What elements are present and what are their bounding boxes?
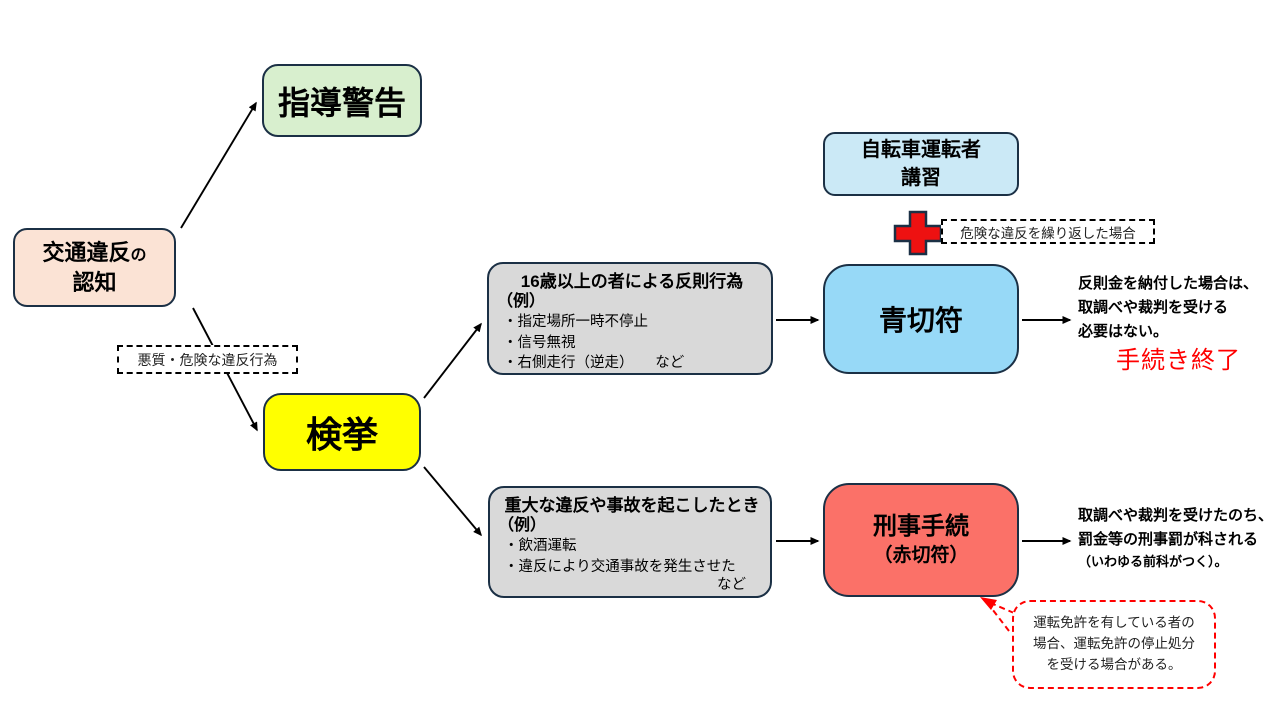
blue-ticket-label: 青切符 <box>878 305 963 336</box>
outcome-criminal-note: （いわゆる前科がつく）。 <box>1078 554 1228 569</box>
criminal-line1: 刑事手続 <box>873 512 969 540</box>
minor-offense-item: ・右側走行（逆走） など <box>503 355 685 372</box>
node-criminal-procedure: 刑事手続 （赤切符） <box>823 483 1019 597</box>
node-bicycle-rider-course: 自転車運転者 講習 <box>823 132 1019 196</box>
node-minor-offense-examples: 16歳以上の者による反則行為 （例） ・指定場所一時不停止 ・信号無視 ・右側走… <box>487 262 773 375</box>
serious-offense-title: 重大な違反や事故を起こしたとき <box>504 496 760 515</box>
arrow-arrest-to-serious <box>423 466 482 537</box>
minor-offense-title: 16歳以上の者による反則行為 <box>520 272 744 291</box>
arrow-arrest-to-minor <box>423 322 482 399</box>
outcome-blue-ticket-text: 反則金を納付した場合は、 取調べや裁判を受ける 必要はない。 <box>1078 275 1259 340</box>
callout-license-suspension: 運転免許を有している者の 場合、運転免許の停止処分 を受ける場合がある。 <box>1012 600 1216 689</box>
outcome-criminal-text: 取調べや裁判を受けたのち、 罰金等の刑事罰が科される （いわゆる前科がつく）。 <box>1078 504 1280 572</box>
procedure-complete-label: 手続き終了 <box>1116 347 1241 374</box>
minor-offense-example-label: （例） <box>497 293 546 311</box>
serious-offense-example-label: （例） <box>498 517 547 535</box>
minor-offense-item: ・指定場所一時不停止 <box>503 314 648 331</box>
plus-icon <box>893 210 943 256</box>
recognition-line1: 交通違反の <box>42 239 147 265</box>
label-malicious-dangerous-violation: 悪質・危険な違反行為 <box>117 345 298 374</box>
guidance-label: 指導警告 <box>277 84 406 121</box>
serious-offense-item: ・飲酒運転 <box>504 538 577 555</box>
arrest-label: 検挙 <box>305 414 378 455</box>
node-serious-offense-examples: 重大な違反や事故を起こしたとき （例） ・飲酒運転 ・違反により交通事故を発生さ… <box>488 486 772 598</box>
minor-offense-item: ・信号無視 <box>503 334 576 351</box>
node-arrest: 検挙 <box>263 393 421 471</box>
node-guidance-warning: 指導警告 <box>262 64 422 137</box>
node-blue-ticket: 青切符 <box>823 264 1019 374</box>
recognition-line2: 認知 <box>72 269 117 295</box>
serious-offense-etc: など <box>717 577 746 594</box>
node-traffic-violation-recognition: 交通違反の 認知 <box>13 228 176 307</box>
criminal-line2: （赤切符） <box>873 545 969 567</box>
course-line1: 自転車運転者 <box>861 139 981 161</box>
course-line2: 講習 <box>901 167 941 189</box>
label-repeated-dangerous-violation: 危険な違反を繰り返した場合 <box>941 219 1155 244</box>
arrow-recognition-to-guidance <box>180 101 257 229</box>
serious-offense-item: ・違反により交通事故を発生させた <box>504 558 736 575</box>
bubble-tail-arrowhead <box>980 597 997 610</box>
